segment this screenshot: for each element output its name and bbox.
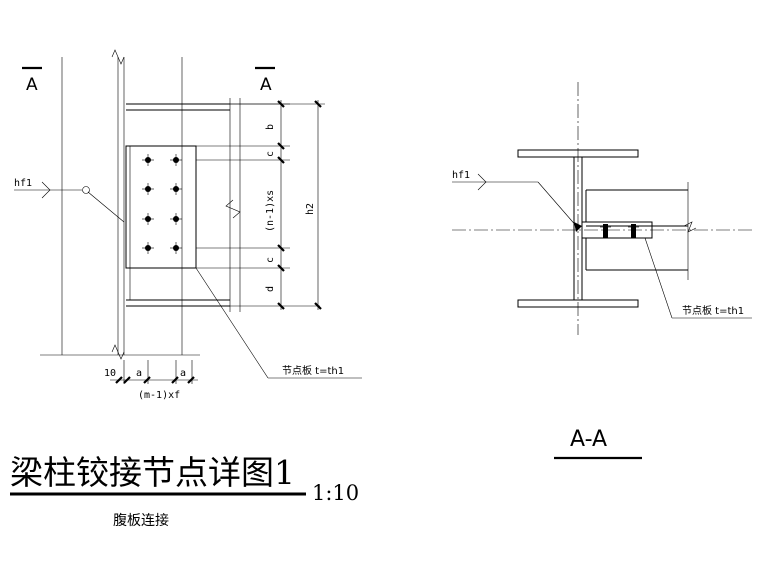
connection-plate-section (581, 221, 653, 239)
dim-c-top: c (265, 151, 276, 157)
bolt (631, 224, 636, 238)
plate-label-section: 节点板 t=th1 (682, 304, 744, 317)
bolt (142, 154, 154, 166)
dim-n-xs: (n-1)xs (265, 190, 276, 232)
dim-10: 10 (104, 368, 116, 379)
dim-d: d (265, 286, 276, 292)
section-view: hf1 节点板 t=th1 A-A (452, 82, 752, 460)
section-title: A-A (570, 427, 607, 452)
dim-a-left: a (136, 368, 142, 379)
section-mark-right: A (260, 75, 272, 95)
dim-b: b (265, 124, 276, 130)
column-flange-bottom (517, 299, 639, 308)
dim-h2: h2 (305, 203, 316, 215)
bolt (170, 154, 182, 166)
bolt (170, 242, 182, 254)
connection-plate (125, 145, 197, 269)
bolt (170, 183, 182, 195)
horizontal-dimensions: 10 a a (m-1)xf (104, 360, 198, 401)
weld-symbol-section: hf1 (452, 170, 582, 232)
vertical-dimensions: b c (n-1)xs c d h2 (196, 98, 325, 312)
bolt-group (142, 154, 182, 254)
drawing-scale: 1:10 (312, 481, 359, 505)
weld-label-section: hf1 (452, 170, 470, 181)
dim-a-right: a (180, 368, 186, 379)
column-flange-top (517, 149, 639, 158)
plate-leader: 节点板 t=th1 (195, 267, 362, 379)
elevation-view: A A (14, 49, 362, 401)
plate-label: 节点板 t=th1 (282, 364, 344, 377)
weld-label: hf1 (14, 178, 32, 189)
bolt (142, 242, 154, 254)
weld-symbol: hf1 (14, 178, 125, 223)
title-block: 梁柱铰接节点详图1 1:10 腹板连接 (10, 453, 359, 529)
bolt (142, 183, 154, 195)
bolt (142, 213, 154, 225)
drawing-subtitle: 腹板连接 (113, 512, 169, 529)
dim-m-xf: (m-1)xf (138, 390, 180, 401)
plate-leader-section: 节点板 t=th1 (644, 237, 752, 319)
bolt (170, 213, 182, 225)
section-mark-left: A (26, 75, 38, 95)
drawing-title: 梁柱铰接节点详图1 (10, 453, 295, 492)
bolt (603, 224, 608, 238)
dim-c-bottom: c (265, 257, 276, 263)
